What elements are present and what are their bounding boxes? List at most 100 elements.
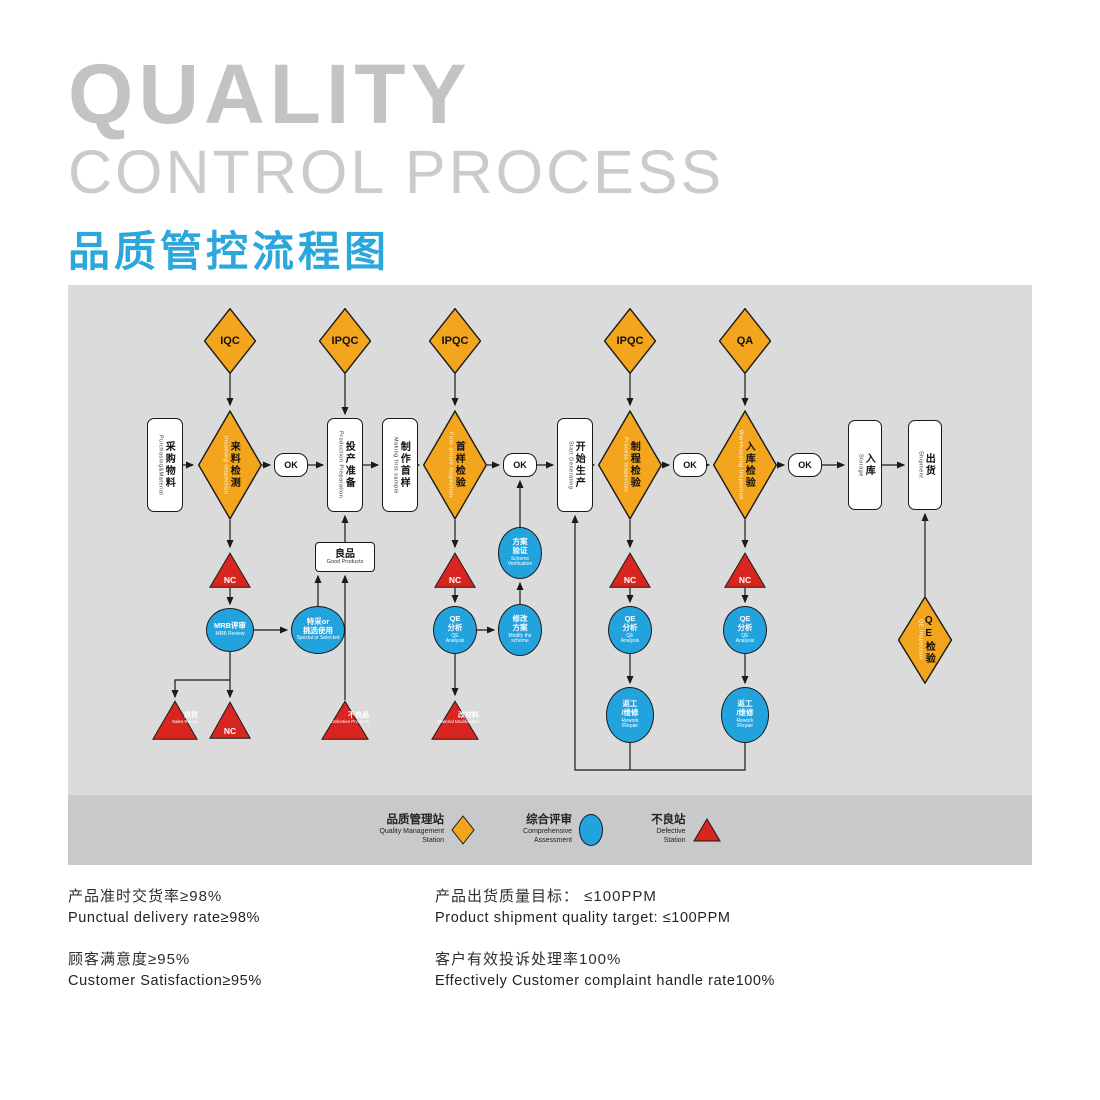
node-label-en: Purchasing&Material	[157, 434, 164, 496]
title-subtitle-cn: 品质管控流程图	[68, 227, 391, 275]
node-label-zh: 改材料	[458, 712, 479, 720]
node-label: OK	[513, 460, 527, 470]
node-label: NC	[738, 575, 752, 585]
triangle-icon	[209, 552, 251, 588]
stats-section: 产品准时交货率≥98% Punctual delivery rate≥98% 顾…	[68, 886, 1032, 1012]
node-iqc: IQC	[204, 308, 256, 374]
legend-label-en: Quality Management Station	[379, 828, 445, 844]
node-label: IPQC	[616, 335, 644, 347]
stat-shipment-quality-target: 产品出货质量目标： ≤100PPM Product shipment quali…	[435, 886, 1032, 929]
node-nc-first-article: NC	[434, 552, 476, 588]
legend-label-zh: 综合评审	[526, 814, 573, 827]
node-label: IPQC	[441, 335, 469, 347]
node-label-en: QE Inspection	[917, 619, 924, 661]
stats-left-column: 产品准时交货率≥98% Punctual delivery rate≥98% 顾…	[68, 886, 435, 1012]
stat-customer-satisfaction: 顾客满意度≥95% Customer Satisfaction≥95%	[68, 949, 435, 992]
triangle-icon	[609, 552, 651, 588]
node-label-en: QE Analysis	[445, 632, 465, 645]
node-label-zh: 制作首样	[398, 441, 410, 489]
node-label-zh: MRB评审	[213, 621, 247, 631]
stat-punctual-delivery: 产品准时交货率≥98% Punctual delivery rate≥98%	[68, 886, 435, 929]
node-label-en: Rework /Repair	[736, 717, 754, 730]
node-label-zh: 入库	[863, 453, 875, 477]
node-label-zh: 方案 验证	[512, 537, 528, 555]
node-label-en: Rework /Repair	[621, 717, 639, 730]
node-label-zh: 投产准备	[343, 441, 355, 489]
triangle-icon	[209, 701, 251, 739]
node-label-zh: QE 分析	[622, 614, 638, 632]
flow-connectors	[171, 374, 929, 771]
node-label-en: Storage	[857, 453, 864, 477]
diamond-icon	[204, 308, 256, 374]
triangle-icon	[692, 818, 721, 842]
node-label-en: QE Analysis	[735, 632, 755, 645]
legend-label-en: Comprehensive Assessment	[523, 828, 573, 844]
stat-label-zh: 产品出货质量目标： ≤100PPM	[435, 888, 657, 905]
diamond-icon	[319, 308, 371, 374]
node-ipqc-1: IPQC	[319, 308, 371, 374]
stat-label-zh: 产品准时交货率≥98%	[68, 888, 223, 905]
node-label-en: Process Inspection	[622, 437, 629, 493]
title-line2: CONTROL PROCESS	[68, 137, 725, 206]
node-label-en: Scheme Verification	[507, 555, 533, 568]
flowchart-canvas: IQC IPQC IPQC IPQC QA Purchasing&Materia…	[68, 285, 1032, 795]
node-label-zh: 修改 方案	[512, 614, 528, 632]
legend-bar: 品质管理站 Quality Management Station 综合评审 Co…	[68, 795, 1032, 865]
diamond-icon	[604, 308, 656, 374]
legend-label-en: Defective Station	[656, 828, 686, 844]
node-ipqc-2: IPQC	[429, 308, 481, 374]
diamond-icon	[719, 308, 771, 374]
node-label: NC	[223, 575, 237, 585]
node-label: IQC	[220, 335, 240, 347]
node-label-zh: 入库检验	[743, 441, 755, 489]
node-label-zh: QE 分析	[737, 614, 753, 632]
diamond-icon	[423, 410, 487, 520]
title-block: QUALITY CONTROL PROCESS 品质管控流程图	[68, 47, 725, 279]
node-qa: QA	[719, 308, 771, 374]
stats-right-column: 产品出货质量目标： ≤100PPM Product shipment quali…	[435, 886, 1032, 1012]
triangle-icon	[434, 552, 476, 588]
node-label-en: First article Inspection	[447, 432, 454, 498]
triangle-icon	[321, 700, 369, 740]
diamond-icon	[451, 815, 475, 845]
node-label: NC	[448, 575, 462, 585]
node-label-zh: 出货	[923, 453, 935, 477]
node-label: NC	[623, 575, 637, 585]
node-label: OK	[798, 460, 812, 470]
node-label-zh: 返工 /维修	[621, 699, 639, 717]
stat-label-en: Product shipment quality target: ≤100PPM	[435, 909, 731, 926]
node-label-en: Start Generating	[567, 440, 574, 490]
legend-item-defective-station: 不良站 Defective Station	[651, 814, 721, 845]
node-label-en: Defective Products	[331, 719, 369, 725]
oval-icon	[579, 814, 604, 846]
legend-item-comprehensive-assessment: 综合评审 Comprehensive Assessment	[523, 814, 604, 846]
node-label-zh: 不良品	[348, 712, 369, 720]
title-line1: QUALITY	[68, 47, 472, 141]
node-label-zh: 返工 /维修	[736, 699, 754, 717]
node-nc-incoming: NC	[209, 552, 251, 588]
legend-item-quality-management-station: 品质管理站 Quality Management Station	[379, 814, 475, 845]
stat-label-zh: 顾客满意度≥95%	[68, 950, 191, 968]
node-nc-process: NC	[609, 552, 651, 588]
triangle-icon	[724, 552, 766, 588]
diamond-icon	[713, 410, 777, 520]
diamond-icon	[898, 596, 952, 684]
node-label-zh: 首样检验	[453, 441, 465, 489]
node-label-en: Making first sample	[392, 436, 399, 494]
legend-label-zh: 品质管理站	[386, 814, 445, 827]
node-ok-1: OK	[274, 453, 308, 477]
